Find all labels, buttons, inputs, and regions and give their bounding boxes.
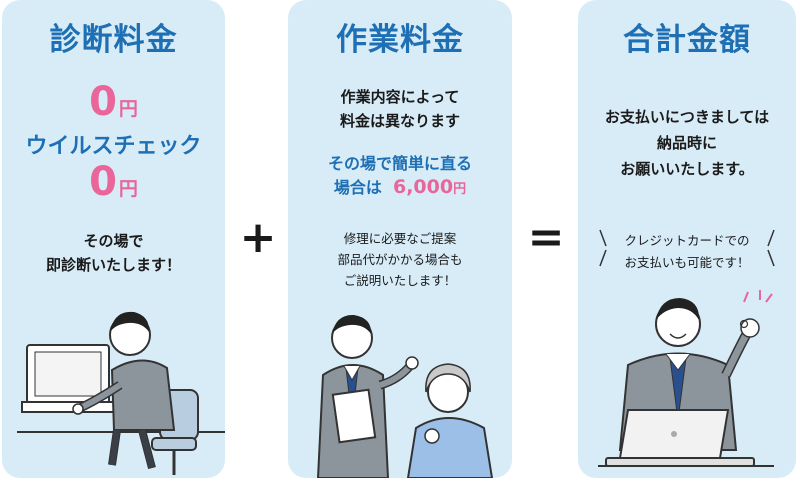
- quick-fix-prefix: 場合は: [333, 178, 382, 197]
- quick-fix-price: 6,000: [392, 176, 454, 198]
- quick-fix-unit: 円: [453, 182, 467, 197]
- work-fee-desc-line2: 料金は異なります: [339, 112, 460, 130]
- work-fee-note-line2: 部品代がかかる場合も: [337, 252, 463, 267]
- total-note-line1: クレジットカードでの: [624, 233, 750, 248]
- total-note-line2: お支払いも可能です！: [624, 255, 750, 270]
- total-desc-line2: 納品時に: [656, 134, 717, 152]
- equals-operator: =: [527, 212, 565, 263]
- diagnosis-fee-title: 診断料金: [49, 22, 178, 58]
- total-desc-line1: お支払いにつきましては: [604, 108, 770, 126]
- work-fee-note-line1: 修理に必要なご提案: [343, 231, 457, 246]
- technician-at-computer-illustration: [17, 311, 225, 475]
- work-fee-desc-line1: 作業内容によって: [340, 88, 460, 106]
- total-desc-line3: お願いいたします。: [620, 160, 754, 178]
- diagnosis-fee-value: 0: [89, 79, 117, 125]
- diagnosis-fee-unit: 円: [118, 98, 138, 120]
- virus-check-unit: 円: [118, 178, 138, 200]
- total-amount-title: 合計金額: [623, 22, 751, 58]
- total-amount-card: 合計金額 お支払いにつきましては 納品時に お願いいたします。 クレジットカード…: [578, 0, 796, 478]
- work-fee-card: 作業料金 作業内容によって 料金は異なります その場で簡単に直る 場合は 6,0…: [288, 0, 512, 478]
- speech-accent-marks: [599, 229, 775, 267]
- work-fee-title: 作業料金: [336, 22, 464, 58]
- quick-fix-price-line: 場合は 6,000円: [288, 174, 512, 198]
- virus-check-label: ウイルスチェック: [25, 134, 202, 159]
- diagnosis-note-line1: その場で: [83, 232, 144, 250]
- work-fee-note-line3: ご説明いたします！: [343, 273, 457, 288]
- diagnosis-note-line2: 即診断いたします！: [45, 256, 181, 274]
- staff-and-customer-illustration: [316, 314, 494, 478]
- staff-ok-gesture-illustration: [598, 290, 774, 467]
- virus-check-value: 0: [89, 159, 117, 205]
- plus-operator: +: [239, 212, 277, 263]
- quick-fix-line1: その場で簡単に直る: [327, 154, 472, 173]
